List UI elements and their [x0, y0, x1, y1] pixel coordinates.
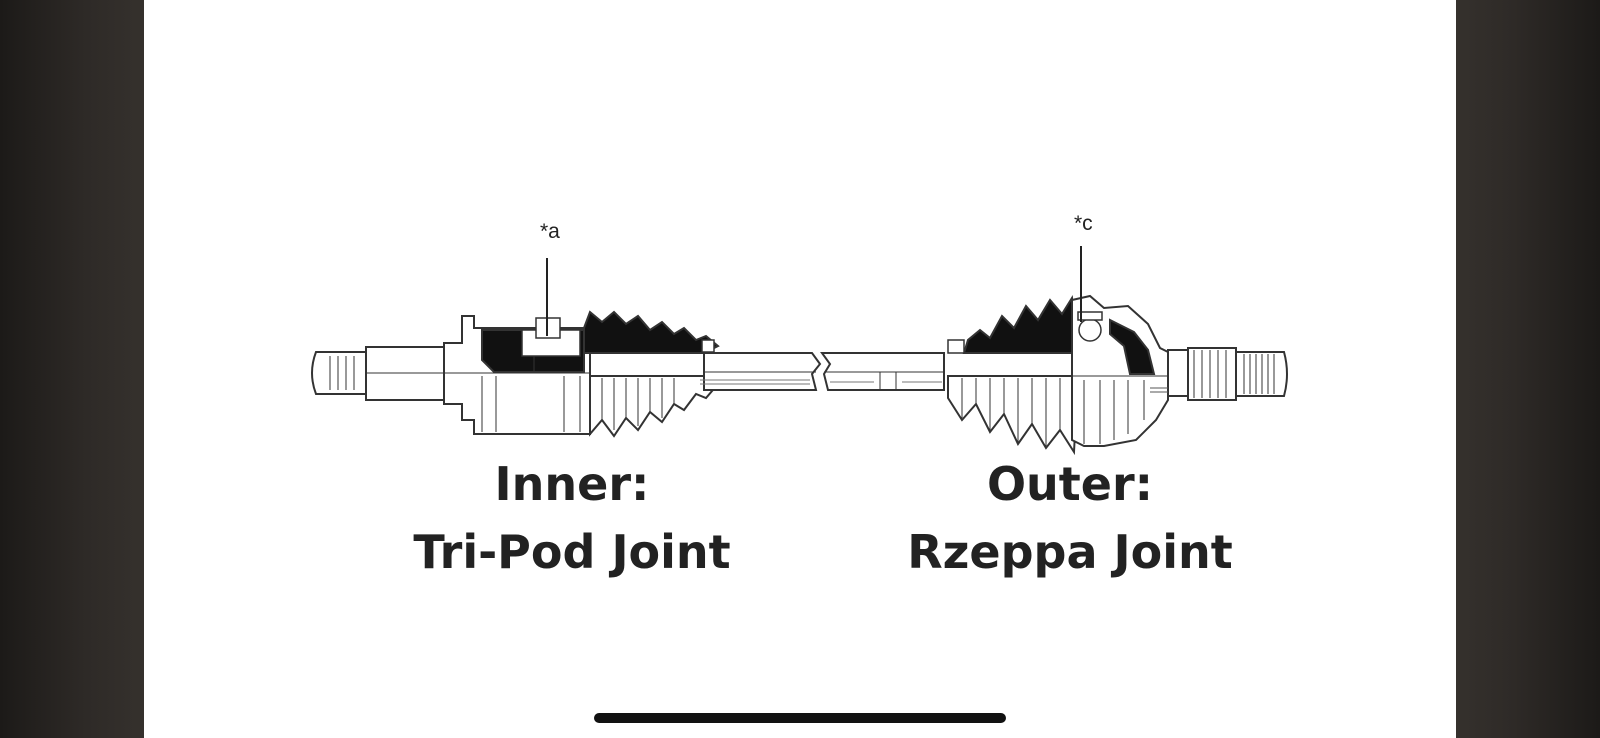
outer-joint-caption: Outer: Rzeppa Joint [860, 450, 1280, 586]
outer-boot-top [962, 295, 1080, 354]
inner-boot-top [583, 310, 720, 354]
image-panel: *a *c Inner: Tri-Pod Joint Outer: Rzeppa… [144, 0, 1456, 738]
inner-spline-lines [329, 356, 355, 390]
outer-title: Outer: [986, 457, 1154, 511]
outer-spline [1187, 347, 1237, 401]
rzeppa-ball [1078, 318, 1102, 342]
background-left [0, 0, 144, 738]
outer-boot-bottom [947, 375, 1080, 456]
inner-spline-stub [311, 351, 367, 395]
outer-stub [1167, 349, 1189, 397]
outer-name: Rzeppa Joint [907, 525, 1233, 579]
inner-name: Tri-Pod Joint [413, 525, 731, 579]
inner-title: Inner: [494, 457, 650, 511]
inner-boot-bottom [589, 375, 720, 438]
rzeppa-cutaway [1109, 318, 1156, 375]
cv-axle-diagram [311, 246, 1288, 456]
callout-inner-label: *a [540, 220, 560, 243]
inner-joint-caption: Inner: Tri-Pod Joint [362, 450, 782, 586]
tripod-spider [521, 329, 581, 357]
background-right [1456, 0, 1600, 738]
home-indicator-icon[interactable] [594, 713, 1006, 723]
callout-outer-label: *c [1074, 212, 1093, 235]
